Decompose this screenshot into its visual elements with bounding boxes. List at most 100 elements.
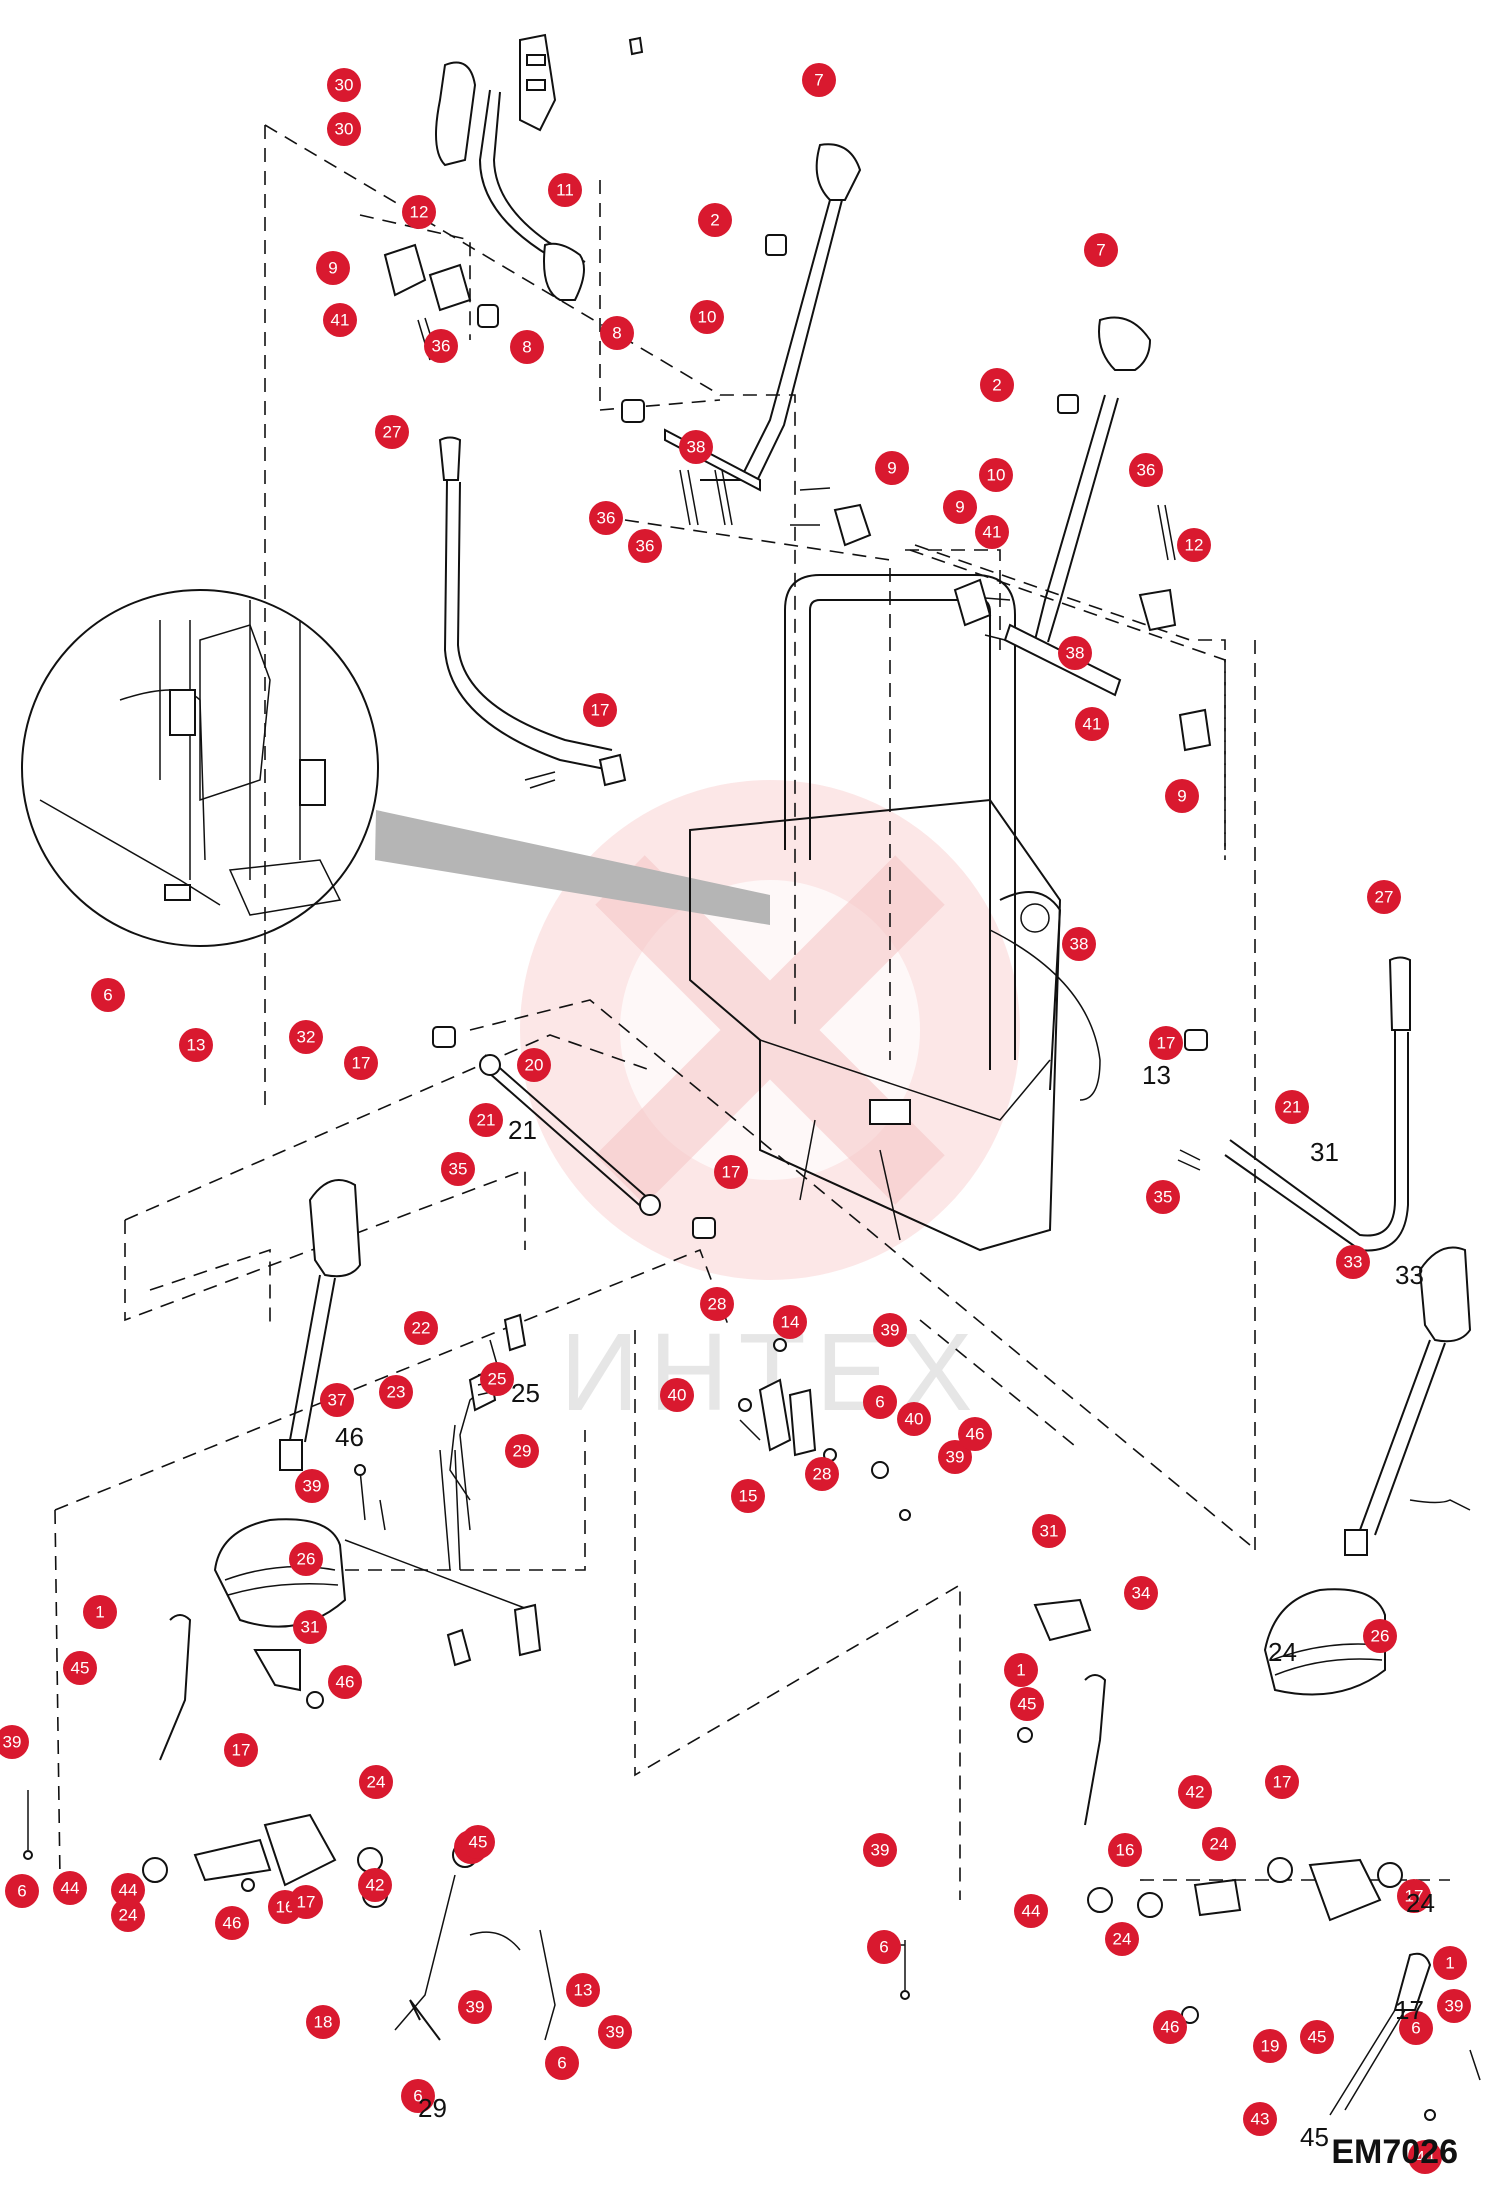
callout-number: 31 <box>301 1618 320 1637</box>
callout-number: 6 <box>879 1938 888 1957</box>
callout-circle <box>316 251 350 285</box>
callout-badge-10: 10 <box>690 300 724 334</box>
callout-number: 27 <box>1375 888 1394 907</box>
callout-circle <box>441 1152 475 1186</box>
callout-number: 24 <box>1210 1835 1229 1854</box>
callout-badge-39: 39 <box>598 2015 632 2049</box>
callout-badge-42: 42 <box>358 1868 392 1902</box>
callout-circle <box>1178 1775 1212 1809</box>
callout-badge-24: 24 <box>1202 1827 1236 1861</box>
callout-number: 20 <box>525 1056 544 1075</box>
callout-badge-6: 6 <box>867 1930 901 1964</box>
callout-circle <box>469 1103 503 1137</box>
watermark-logo <box>520 780 1020 1280</box>
callout-badge-45: 45 <box>1010 1687 1044 1721</box>
callout-number: 41 <box>983 523 1002 542</box>
callout-number: 9 <box>887 459 896 478</box>
callout-circle <box>1084 233 1118 267</box>
callout-number: 38 <box>687 438 706 457</box>
callout-number: 9 <box>328 259 337 278</box>
callout-circle <box>1153 2010 1187 2044</box>
callout-number: 17 <box>352 1054 371 1073</box>
callout-circle <box>863 1385 897 1419</box>
callout-number: 2 <box>992 376 1001 395</box>
callout-number: 24 <box>119 1906 138 1925</box>
callout-badge-23: 23 <box>379 1375 413 1409</box>
callout-circle <box>295 1469 329 1503</box>
callout-number: 22 <box>412 1319 431 1338</box>
callout-number: 40 <box>905 1410 924 1429</box>
callout-number: 46 <box>1161 2018 1180 2037</box>
callout-badge-39: 39 <box>873 1313 907 1347</box>
callout-number: 6 <box>103 986 112 1005</box>
callout-number: 16 <box>1116 1841 1135 1860</box>
callout-number: 28 <box>708 1295 727 1314</box>
callout-badge-36: 36 <box>424 329 458 363</box>
callout-badge-26: 26 <box>289 1542 323 1576</box>
callout-badge-10: 10 <box>979 458 1013 492</box>
callout-number: 8 <box>522 338 531 357</box>
callout-badge-46: 46 <box>215 1906 249 1940</box>
callout-circle <box>179 1028 213 1062</box>
callout-badge-9: 9 <box>316 251 350 285</box>
callout-number: 17 <box>1405 1887 1424 1906</box>
callout-number: 44 <box>61 1879 80 1898</box>
callout-circle <box>1363 1619 1397 1653</box>
callout-number: 28 <box>813 1465 832 1484</box>
callout-circle <box>875 451 909 485</box>
callout-number: 36 <box>1137 461 1156 480</box>
callout-circle <box>773 1305 807 1339</box>
callout-badge-12: 12 <box>1177 528 1211 562</box>
callout-circle <box>1058 636 1092 670</box>
part-number-label: 21 <box>508 1115 537 1145</box>
callout-badge-42: 42 <box>1178 1775 1212 1809</box>
callout-circle <box>1108 1833 1142 1867</box>
callout-badge-46: 46 <box>328 1665 362 1699</box>
callout-circle <box>548 173 582 207</box>
callout-badge-27: 27 <box>1367 880 1401 914</box>
callout-circle <box>1265 1765 1299 1799</box>
part-number-label: 29 <box>418 2093 447 2123</box>
callout-circle <box>327 112 361 146</box>
callout-circle <box>1105 1922 1139 1956</box>
callout-circle <box>0 1725 29 1759</box>
callout-circle <box>1014 1894 1048 1928</box>
callout-number: 14 <box>781 1313 800 1332</box>
callout-badge-14: 14 <box>773 1305 807 1339</box>
callout-circle <box>215 1906 249 1940</box>
callout-circle <box>660 1378 694 1412</box>
callout-circle <box>1253 2029 1287 2063</box>
callout-circle <box>375 415 409 449</box>
callout-badge-44: 44 <box>1408 2140 1442 2174</box>
callout-number: 15 <box>739 1487 758 1506</box>
callout-number: 35 <box>449 1160 468 1179</box>
callout-number: 36 <box>597 509 616 528</box>
callout-badge-7: 7 <box>1084 233 1118 267</box>
callout-badge-28: 28 <box>805 1457 839 1491</box>
callout-number: 31 <box>1040 1522 1059 1541</box>
callout-circle <box>1032 1514 1066 1548</box>
callout-number: 17 <box>591 701 610 720</box>
callout-circle <box>359 1765 393 1799</box>
callout-layer: 1111226666666778899991010111212131314151… <box>0 63 1471 2174</box>
callout-circle <box>111 1898 145 1932</box>
callout-number: 46 <box>966 1425 985 1444</box>
callout-number: 45 <box>1308 2028 1327 2047</box>
callout-number: 27 <box>383 423 402 442</box>
callout-number: 26 <box>1371 1627 1390 1646</box>
callout-number: 33 <box>1344 1253 1363 1272</box>
callout-number: 11 <box>556 181 574 200</box>
callout-number: 29 <box>513 1442 532 1461</box>
callout-circle <box>805 1457 839 1491</box>
callout-number: 17 <box>1157 1034 1176 1053</box>
callout-number: 6 <box>413 2087 422 2106</box>
callout-number: 44 <box>1022 1902 1041 1921</box>
callout-badge-45: 45 <box>63 1651 97 1685</box>
callout-badge-1: 1 <box>83 1595 117 1629</box>
callout-circle <box>517 1048 551 1082</box>
callout-number: 12 <box>410 203 429 222</box>
callout-circle <box>1300 2020 1334 2054</box>
callout-number: 2 <box>710 211 719 230</box>
callout-badge-6: 6 <box>1399 2011 1433 2045</box>
